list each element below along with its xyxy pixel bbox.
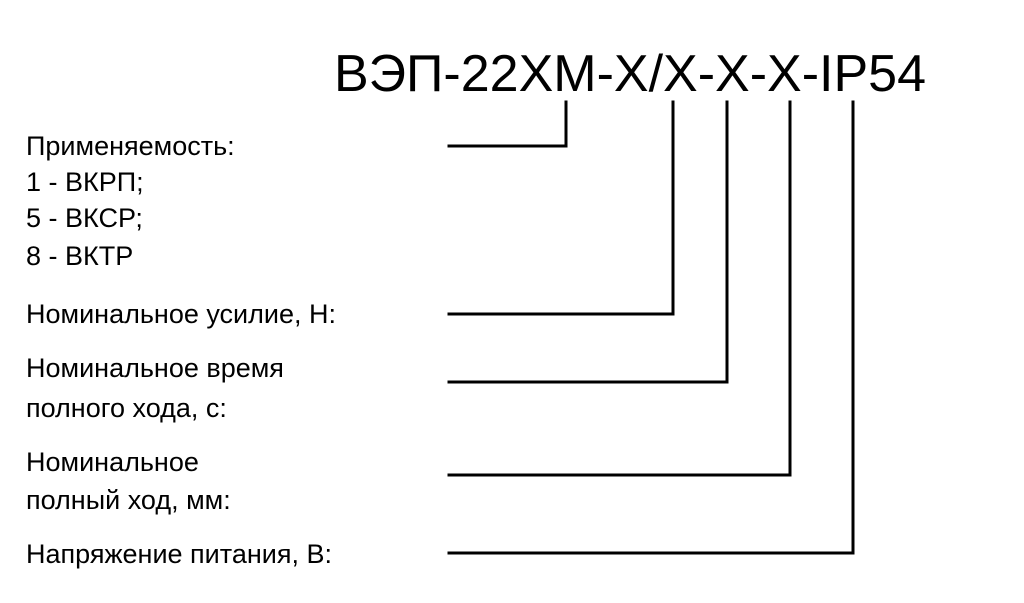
supply-voltage-label: Напряжение питания, В: [26,539,332,569]
designation-code: ВЭП-22ХМ-Х/Х-Х-Х-IP54 [334,45,927,103]
nominal-time-label-line2: полного хода, с: [26,393,227,423]
leader-nominal-stroke [447,100,792,477]
applicability-option-5: 5 - ВКСР; [26,203,143,233]
nominal-stroke-label-line1: Номинальное [26,447,199,477]
leader-nominal-time [447,100,729,384]
applicability-label: Применяемость: [26,131,235,161]
applicability-option-8: 8 - ВКТР [26,241,134,271]
applicability-option-1: 1 - ВКРП; [26,167,144,197]
nominal-force-label: Номинальное усилие, Н: [26,299,336,329]
nominal-stroke-label-line2: полный ход, мм: [26,485,231,515]
leader-nominal-force [447,100,675,316]
leader-applicability [447,100,568,148]
nominal-time-label-line1: Номинальное время [26,353,284,383]
leader-supply-voltage [447,100,855,555]
